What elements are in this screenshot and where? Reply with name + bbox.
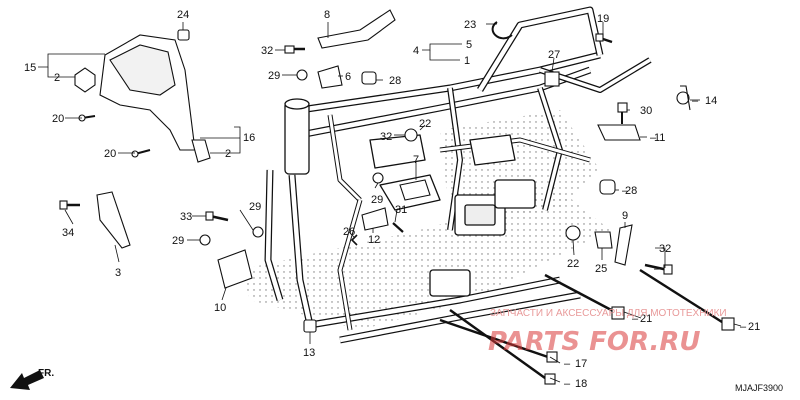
callout-20a: 20: [52, 113, 64, 125]
direction-label: FR.: [38, 368, 54, 379]
callout-32b: 32: [659, 243, 671, 255]
diagram-code: MJAJF3900: [735, 383, 783, 393]
arrow-icon: [10, 370, 44, 390]
callout-2a: 2: [54, 72, 60, 84]
clip-16: [191, 139, 211, 163]
svg-text:–: –: [650, 132, 657, 144]
callout-6: 6: [345, 71, 351, 83]
bracket-3: [96, 191, 131, 249]
callout-10: 10: [214, 302, 226, 314]
svg-text:–: –: [654, 263, 661, 275]
callout-22a: 22: [419, 118, 431, 130]
callout-8: 8: [324, 9, 330, 21]
bolt-18: [449, 308, 546, 380]
callout-26: 26: [343, 226, 355, 238]
callout-19: 19: [597, 13, 609, 25]
watermark: ЗАПЧАСТИ И АКСЕССУАРЫ ДЛЯ МОТОТЕХНИКИ PA…: [488, 308, 727, 357]
nut-29a: [296, 69, 308, 81]
callout-28a: 28: [389, 75, 401, 87]
callout-28b: 28: [625, 185, 637, 197]
callout-32c: 32: [380, 131, 392, 143]
callout-16: 16: [243, 132, 255, 144]
callout-34: 34: [62, 227, 74, 239]
callout-29b: 29: [371, 194, 383, 206]
callout-3: 3: [115, 267, 121, 279]
callout-21b: 21: [748, 321, 760, 333]
callout-4: 4: [413, 45, 419, 57]
watermark-caption: ЗАПЧАСТИ И АКСЕССУАРЫ ДЛЯ МОТОТЕХНИКИ: [490, 308, 727, 319]
leader-lines: [38, 22, 742, 383]
svg-text:–: –: [564, 358, 571, 370]
nut-29b: [372, 172, 384, 184]
callout-21a: 21: [640, 313, 652, 325]
bracket-8: [317, 9, 396, 49]
svg-text:–: –: [692, 95, 699, 107]
callout-24: 24: [177, 9, 189, 21]
callout-23: 23: [464, 19, 476, 31]
callout-labels: 15 2 20 20 16 2 24 8 32 29 6 28 4 5 1 23…: [24, 9, 760, 390]
callout-5: 5: [466, 39, 472, 51]
callout-15: 15: [24, 62, 36, 74]
callout-29a: 29: [268, 70, 280, 82]
callout-25: 25: [595, 263, 607, 275]
callout-9: 9: [622, 210, 628, 222]
callout-17: 17: [575, 358, 587, 370]
callout-27: 27: [548, 49, 560, 61]
callout-7: 7: [413, 154, 419, 166]
nut-29c: [252, 226, 264, 238]
callout-29c: 29: [249, 201, 261, 213]
callout-31: 31: [395, 204, 407, 216]
callout-14: 14: [705, 95, 717, 107]
callout-29d: 29: [172, 235, 184, 247]
callout-18: 18: [575, 378, 587, 390]
callout-2b: 2: [225, 148, 231, 160]
bolt-17: [439, 318, 549, 359]
svg-text:–: –: [622, 185, 629, 197]
callout-12: 12: [368, 234, 380, 246]
callout-13: 13: [303, 347, 315, 359]
front-direction-arrow: FR.: [10, 368, 54, 390]
bracket-10: [217, 249, 253, 289]
callout-32a: 32: [261, 45, 273, 57]
cap-24: [177, 29, 190, 41]
svg-text:–: –: [632, 313, 639, 325]
callout-1: 1: [464, 55, 470, 67]
callout-20b: 20: [104, 148, 116, 160]
nut-2a: [74, 67, 96, 93]
svg-text:–: –: [564, 378, 571, 390]
main-frame: [240, 6, 652, 344]
callout-22b: 22: [567, 258, 579, 270]
callout-33: 33: [180, 211, 192, 223]
callout-11: 11: [654, 132, 665, 144]
parts: [59, 9, 735, 385]
svg-text:–: –: [740, 321, 747, 333]
watermark-brand: PARTS FOR.RU: [488, 327, 701, 357]
callout-30: 30: [640, 105, 652, 117]
